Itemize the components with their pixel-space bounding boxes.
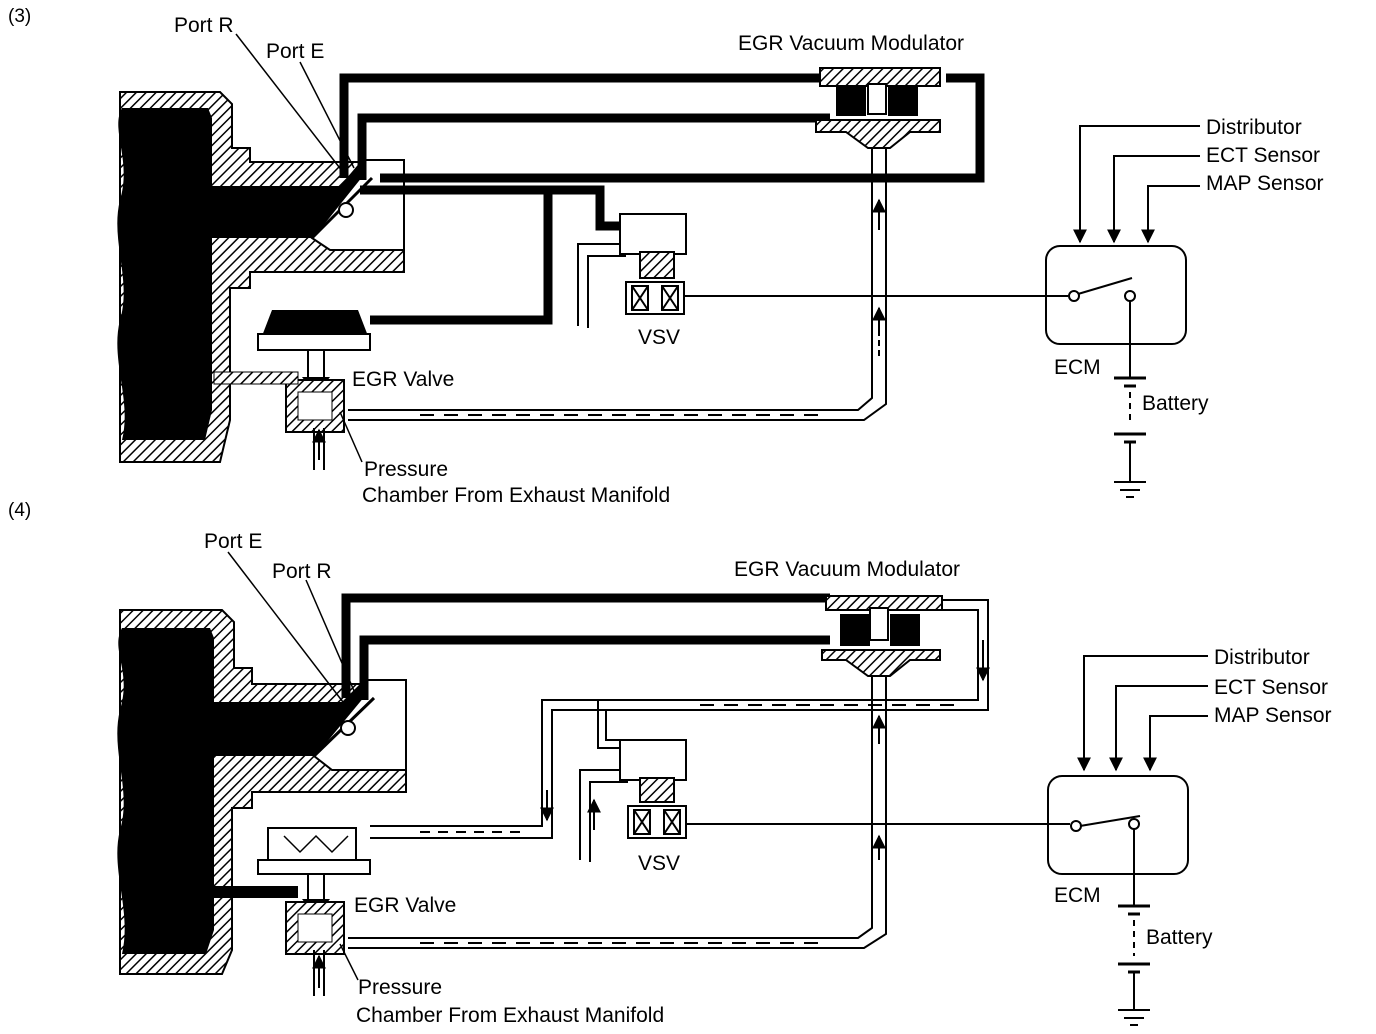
vsv [579, 739, 687, 862]
label-battery: Battery [1146, 926, 1213, 949]
label-egr-valve: EGR Valve [352, 368, 454, 391]
label-ect-sensor: ECT Sensor [1206, 144, 1320, 167]
vacuum-hoses [339, 73, 985, 325]
label-chamber: Chamber From Exhaust Manifold [356, 1004, 664, 1027]
label-vsv: VSV [638, 326, 680, 349]
diagram-3: (3) [8, 6, 1324, 507]
atmospheric-lines [370, 599, 990, 839]
pressure-line [348, 148, 887, 421]
label-distributor: Distributor [1214, 646, 1310, 669]
egr-vacuum-modulator [815, 67, 941, 149]
label-ecm: ECM [1054, 884, 1101, 907]
label-port-r: Port R [174, 14, 234, 37]
leader-lines [227, 551, 359, 981]
label-ect-sensor: ECT Sensor [1214, 676, 1328, 699]
label-map-sensor: MAP Sensor [1206, 172, 1324, 195]
wiring [686, 655, 1208, 1026]
label-battery: Battery [1142, 392, 1209, 415]
vacuum-hoses [341, 593, 830, 700]
intake-manifold [117, 609, 407, 975]
pressure-line [348, 676, 887, 949]
label-pressure: Pressure [364, 458, 448, 481]
label-vsv: VSV [638, 852, 680, 875]
diagram-number: (4) [8, 500, 31, 521]
label-port-e: Port E [204, 530, 262, 553]
label-map-sensor: MAP Sensor [1214, 704, 1332, 727]
leader-lines [235, 33, 363, 463]
diagram-number: (3) [8, 6, 31, 27]
label-modulator: EGR Vacuum Modulator [734, 558, 960, 581]
label-egr-valve: EGR Valve [354, 894, 456, 917]
egr-valve [213, 310, 371, 470]
label-chamber: Chamber From Exhaust Manifold [362, 484, 670, 507]
wiring [684, 125, 1200, 498]
diagram-4: (4) [8, 500, 1332, 1027]
label-pressure: Pressure [358, 976, 442, 999]
label-port-e: Port E [266, 40, 324, 63]
label-port-r: Port R [272, 560, 332, 583]
label-modulator: EGR Vacuum Modulator [738, 32, 964, 55]
egr-valve [214, 827, 371, 996]
egr-vacuum-modulator [821, 595, 943, 677]
vsv [577, 213, 687, 328]
label-distributor: Distributor [1206, 116, 1302, 139]
label-ecm: ECM [1054, 356, 1101, 379]
